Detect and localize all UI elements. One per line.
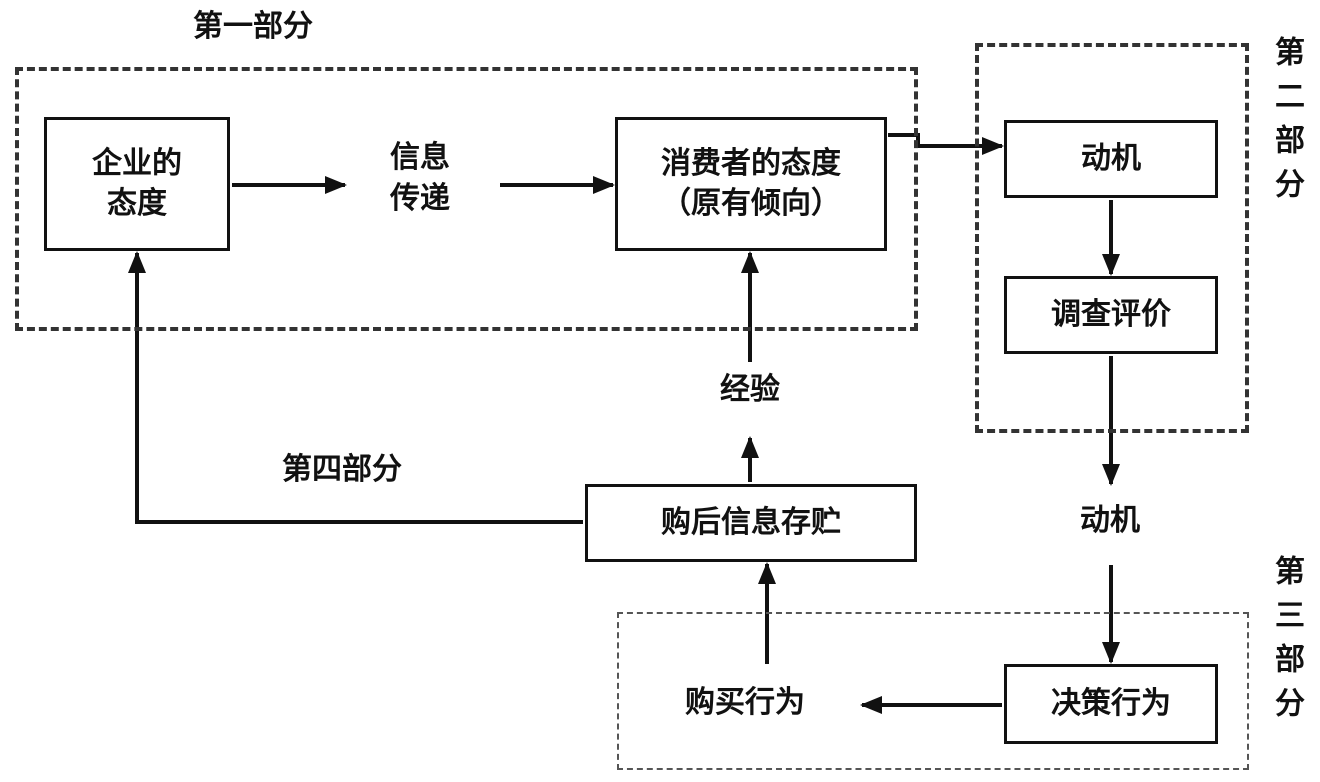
part-3-label: 第三部分 [1269,555,1304,731]
part-1-label: 第一部分 [193,9,313,44]
node-corporate-attitude-line1: 企业的 [92,145,182,181]
node-consumer-attitude-line1: 消费者的态度 [661,145,841,181]
node-corporate-attitude: 企业的 态度 [44,117,230,251]
node-decision-text: 决策行为 [1051,685,1171,721]
label-info-transfer-line1: 信息 [390,140,450,175]
node-evaluation-text: 调查评价 [1051,296,1171,332]
group-part-2 [975,43,1249,433]
label-experience: 经验 [720,372,780,407]
group-part-3 [617,612,1249,770]
node-decision: 决策行为 [1004,664,1218,744]
node-post-purchase-text: 购后信息存贮 [661,504,841,540]
part-2-label: 第二部分 [1269,36,1304,212]
group-part-1 [15,67,918,331]
node-consumer-attitude: 消费者的态度 （原有倾向） [615,117,887,251]
label-info-transfer: 信息 传递 [370,138,470,219]
node-motive: 动机 [1004,120,1218,198]
node-post-purchase-storage: 购后信息存贮 [585,484,917,562]
node-evaluation: 调查评价 [1004,276,1218,354]
arrow-storage-to-corporate [128,251,583,524]
node-corporate-attitude-line2: 态度 [107,186,167,221]
node-motive-text: 动机 [1081,140,1141,176]
part-4-label: 第四部分 [282,452,402,487]
label-info-transfer-line2: 传递 [390,180,450,216]
node-consumer-attitude-line2: （原有倾向） [661,186,841,221]
arrow-consumer-to-motive [888,133,1004,155]
label-purchase: 购买行为 [685,685,805,720]
label-motive: 动机 [1080,503,1140,538]
